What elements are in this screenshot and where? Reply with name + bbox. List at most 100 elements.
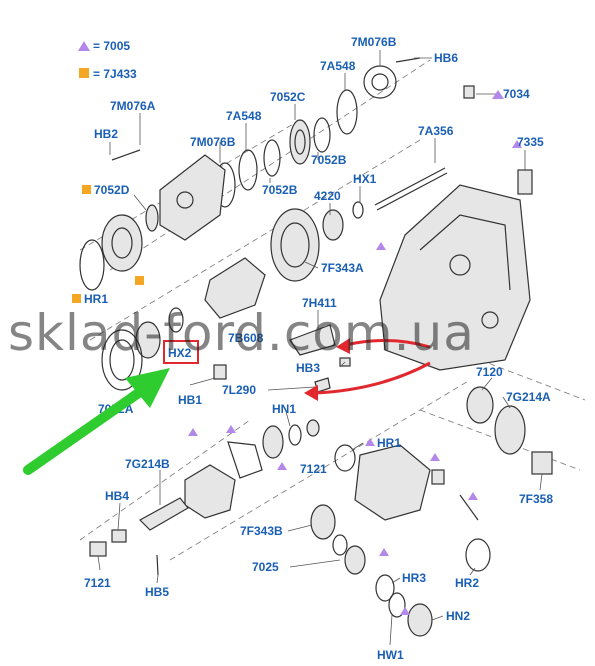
shaft-7f358	[531, 451, 553, 475]
label-7025: 7025	[252, 560, 279, 574]
bolt-hb6	[395, 57, 421, 63]
marker-square-carrier	[135, 276, 144, 285]
red-arrow-upper	[344, 339, 431, 349]
label-7f358: 7F358	[519, 492, 553, 506]
legend-triangle-text: = 7005	[93, 39, 130, 53]
red-arrow-lower	[314, 361, 431, 395]
markers	[72, 90, 522, 615]
ring-gear-7f343a	[270, 208, 320, 282]
label-hn1: HN1	[272, 402, 296, 416]
label-hb6: HB6	[434, 51, 458, 65]
bearing-7052c	[289, 119, 311, 165]
label-hb2: HB2	[94, 127, 118, 141]
label-hw1: HW1	[377, 648, 404, 662]
label-7120: 7120	[476, 365, 503, 379]
label-7m076b-mid: 7M076B	[190, 135, 236, 149]
carrier-7052d	[101, 214, 143, 272]
bushing-7335	[517, 169, 533, 195]
red-arrows	[304, 338, 431, 401]
ring-hr2	[465, 538, 491, 572]
marker-triangle-7335	[512, 140, 522, 148]
marker-triangle-7034	[492, 90, 504, 99]
differential-case	[204, 257, 266, 319]
label-hr1-mid: HR1	[377, 436, 401, 450]
ring-hr3	[375, 574, 395, 602]
label-hr3: HR3	[402, 571, 426, 585]
label-7121-mid: 7121	[300, 462, 327, 476]
gear-7f343b	[310, 504, 336, 540]
bolt-hb4	[111, 529, 127, 543]
label-7g214b: 7G214B	[125, 457, 170, 471]
marker-triangle-pto	[430, 453, 440, 461]
seal-hr1-mid	[334, 444, 356, 472]
marker-triangle-bolt	[468, 492, 478, 500]
bracket-7h411	[289, 324, 336, 356]
green-arrow	[23, 368, 170, 475]
label-7l290: 7L290	[222, 383, 256, 397]
legend: = 7005 = 7J433	[78, 39, 137, 81]
bolt-hb2	[111, 149, 141, 161]
watermark: sklad-ford.com.ua	[8, 304, 475, 362]
part-labels: 7M076B HB6 7A548 7034 7M076A 7052C 7A548…	[84, 35, 553, 662]
marker-triangle-7121	[277, 462, 287, 470]
label-7f343b: 7F343B	[240, 524, 283, 538]
label-hb3: HB3	[296, 361, 320, 375]
legend-square-text: = 7J433	[93, 67, 137, 81]
marker-triangle-gasket	[226, 425, 236, 433]
marker-triangle-7025	[379, 548, 389, 556]
marker-triangle-7g214b	[188, 428, 198, 436]
label-7m076b-top: 7M076B	[351, 35, 397, 49]
label-hr2: HR2	[455, 576, 479, 590]
label-7335: 7335	[517, 135, 544, 149]
parts	[79, 57, 553, 637]
leader-lines	[97, 50, 543, 646]
hx2-highlight-box	[163, 340, 199, 364]
snap-ring-7a548-top	[336, 89, 358, 135]
label-7034: 7034	[503, 87, 530, 101]
label-7h411: 7H411	[302, 296, 337, 310]
pinion-shaft	[139, 497, 189, 531]
label-hx1: HX1	[353, 172, 377, 186]
legend-triangle-icon	[78, 41, 90, 51]
label-7121-bottom: 7121	[84, 576, 111, 590]
pto-unit	[354, 444, 431, 521]
housing-7g214b	[184, 464, 236, 519]
label-hn2: HN2	[446, 609, 470, 623]
label-hb1: HB1	[178, 393, 202, 407]
marker-square-7052d	[82, 185, 91, 194]
bolt-hb5	[156, 554, 159, 576]
label-7a548-mid: 7A548	[226, 109, 262, 123]
green-arrow-head	[125, 368, 170, 408]
marker-triangle-housing	[376, 242, 386, 250]
marker-triangle-hw	[400, 607, 410, 615]
label-hb5: HB5	[145, 585, 169, 599]
seal-hr1-left	[79, 239, 105, 291]
green-arrow-shaft	[23, 380, 155, 475]
label-7052c: 7052C	[270, 90, 306, 104]
label-7a356: 7A356	[418, 124, 454, 138]
bearing-7025	[344, 545, 366, 575]
label-4220: 4220	[314, 189, 341, 203]
label-hb4: HB4	[105, 489, 129, 503]
gearbox-housing	[379, 184, 531, 371]
plug-7034	[463, 85, 475, 99]
gear-hn1-cluster	[262, 425, 284, 459]
label-7f343a: 7F343A	[321, 261, 364, 275]
label-hr1-left: HR1	[84, 292, 108, 306]
label-hx2: HX2	[168, 346, 192, 360]
label-7b608: 7B608	[228, 331, 264, 345]
legend-square-icon	[79, 68, 89, 78]
marker-square-hr1	[72, 294, 81, 303]
label-7052d: 7052D	[94, 183, 130, 197]
label-7052b-b: 7052B	[262, 183, 298, 197]
label-7a548-top: 7A548	[320, 59, 356, 73]
shaft-7a356	[374, 167, 446, 206]
seal-7052a	[101, 329, 143, 391]
label-7052b-a: 7052B	[311, 153, 347, 167]
gasket-middle	[227, 441, 263, 479]
label-7g214a: 7G214A	[506, 390, 551, 404]
label-7m076a: 7M076A	[110, 99, 156, 113]
nut-hn2	[407, 603, 433, 637]
